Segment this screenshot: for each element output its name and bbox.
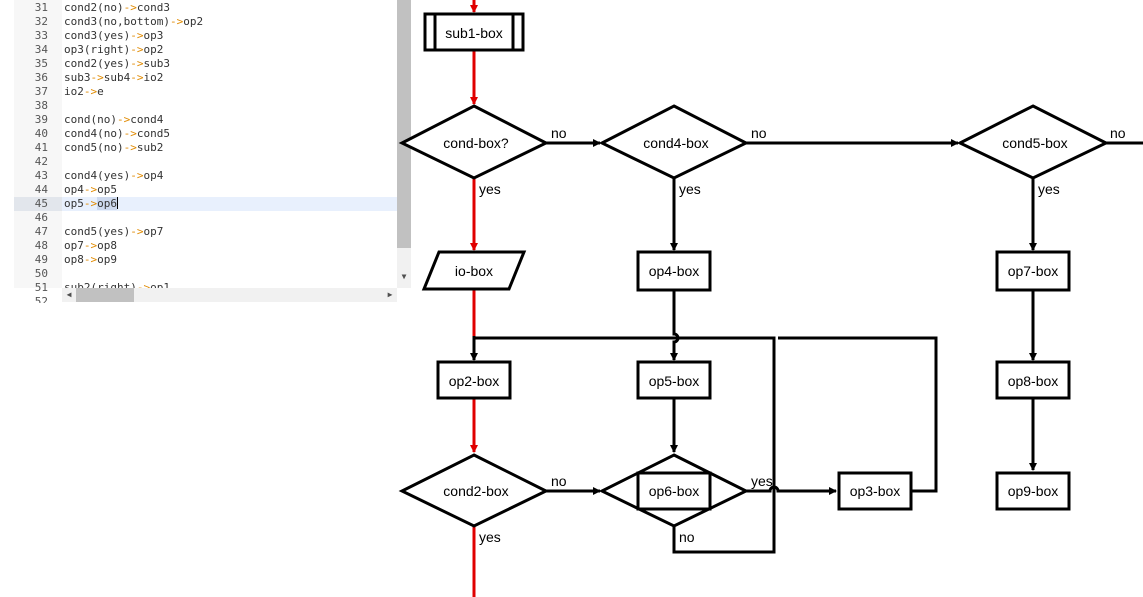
- line-number: 42: [34, 155, 48, 168]
- code-line[interactable]: cond4(no)->cond5: [64, 127, 170, 140]
- cond4-node[interactable]: [598, 104, 750, 180]
- op4-label: op4-box: [649, 263, 700, 279]
- line-number: 45: [34, 197, 48, 210]
- line-number: 44: [34, 183, 48, 196]
- edge-label-yes: yes: [1038, 181, 1060, 197]
- op6-node[interactable]: [636, 471, 712, 511]
- code-line[interactable]: cond3(no,bottom)->op2: [64, 15, 204, 28]
- edge-label-yes: yes: [679, 181, 701, 197]
- line-number: 32: [34, 15, 48, 28]
- line-number: 37: [34, 85, 48, 98]
- text-caret: [117, 197, 118, 209]
- code-line[interactable]: sub3->sub4->io2: [64, 71, 164, 84]
- code-line[interactable]: cond5(yes)->op7: [64, 225, 164, 238]
- cond-node[interactable]: [398, 104, 550, 180]
- op3-label: op3-box: [850, 483, 901, 499]
- edge-label-no: no: [679, 529, 695, 545]
- op2-label: op2-box: [449, 373, 500, 389]
- code-line[interactable]: cond2(yes)->sub3: [64, 57, 170, 70]
- edge-label-yes: yes: [479, 181, 501, 197]
- sub1-label: sub1-box: [445, 25, 503, 41]
- scroll-right-arrow-icon[interactable]: ▶: [387, 290, 393, 299]
- line-number: 46: [34, 211, 48, 224]
- op9-node[interactable]: [995, 471, 1071, 511]
- io-node[interactable]: [421, 250, 527, 291]
- edge-label-yes: yes: [751, 473, 773, 489]
- line-number: 47: [34, 225, 48, 238]
- code-line[interactable]: op7->op8: [64, 239, 117, 252]
- cond5-node[interactable]: [956, 104, 1110, 180]
- code-line[interactable]: op3(right)->op2: [64, 43, 164, 56]
- cond2-label: cond2-box: [443, 483, 508, 499]
- line-number: 51: [34, 281, 48, 294]
- horizontal-scroll-thumb[interactable]: [76, 288, 134, 302]
- edge-label-no: no: [751, 125, 767, 141]
- code-line[interactable]: cond3(yes)->op3: [64, 29, 164, 42]
- scroll-left-arrow-icon[interactable]: ◀: [66, 290, 72, 299]
- code-line[interactable]: cond2(no)->cond3: [64, 1, 170, 14]
- line-number: 33: [34, 29, 48, 42]
- code-line[interactable]: cond(no)->cond4: [64, 113, 164, 126]
- op3-node[interactable]: [837, 471, 913, 511]
- line-number: 52: [34, 295, 48, 303]
- edge-label-yes: yes: [479, 529, 501, 545]
- horizontal-scrollbar[interactable]: ◀ ▶: [62, 288, 397, 302]
- vertical-scroll-thumb[interactable]: [397, 0, 411, 248]
- line-number: 39: [34, 113, 48, 126]
- edge-label-no: no: [551, 125, 567, 141]
- code-line[interactable]: op4->op5: [64, 183, 117, 196]
- line-number: 43: [34, 169, 48, 182]
- op7-node[interactable]: [995, 250, 1071, 292]
- code-line[interactable]: cond4(yes)->op4: [64, 169, 164, 182]
- line-number: 48: [34, 239, 48, 252]
- line-number: 34: [34, 43, 48, 56]
- op5-node[interactable]: [636, 360, 712, 400]
- line-number: 38: [34, 99, 48, 112]
- line-number: 35: [34, 57, 48, 70]
- line-number: 49: [34, 253, 48, 266]
- op6-label: op6-box: [649, 483, 700, 499]
- op7-label: op7-box: [1008, 263, 1059, 279]
- line-number: 50: [34, 267, 48, 280]
- op5-label: op5-box: [649, 373, 700, 389]
- cond-label: cond-box?: [443, 135, 509, 151]
- scroll-down-arrow-icon[interactable]: ▼: [401, 272, 407, 281]
- io-label: io-box: [455, 263, 493, 279]
- active-line-gutter: [14, 197, 62, 211]
- line-number: 40: [34, 127, 48, 140]
- cond4-label: cond4-box: [643, 135, 708, 151]
- op8-node[interactable]: [995, 360, 1071, 400]
- op4-node[interactable]: [636, 250, 712, 292]
- cond2-node[interactable]: [398, 453, 550, 528]
- line-number: 36: [34, 71, 48, 84]
- line-number: 41: [34, 141, 48, 154]
- code-line[interactable]: io2->e: [64, 85, 104, 98]
- op2-node[interactable]: [436, 360, 512, 400]
- cond5-label: cond5-box: [1002, 135, 1067, 151]
- code-line[interactable]: op5->op6: [64, 197, 118, 210]
- connector-lines: [470, 139, 1143, 554]
- op8-label: op8-box: [1008, 373, 1059, 389]
- line-number: 31: [34, 1, 48, 14]
- sub1-node[interactable]: [423, 12, 525, 52]
- edge-label-no: no: [1110, 125, 1126, 141]
- code-line[interactable]: cond5(no)->sub2: [64, 141, 164, 154]
- op9-label: op9-box: [1008, 483, 1059, 499]
- edge-label-no: no: [551, 473, 567, 489]
- code-line[interactable]: op8->op9: [64, 253, 117, 266]
